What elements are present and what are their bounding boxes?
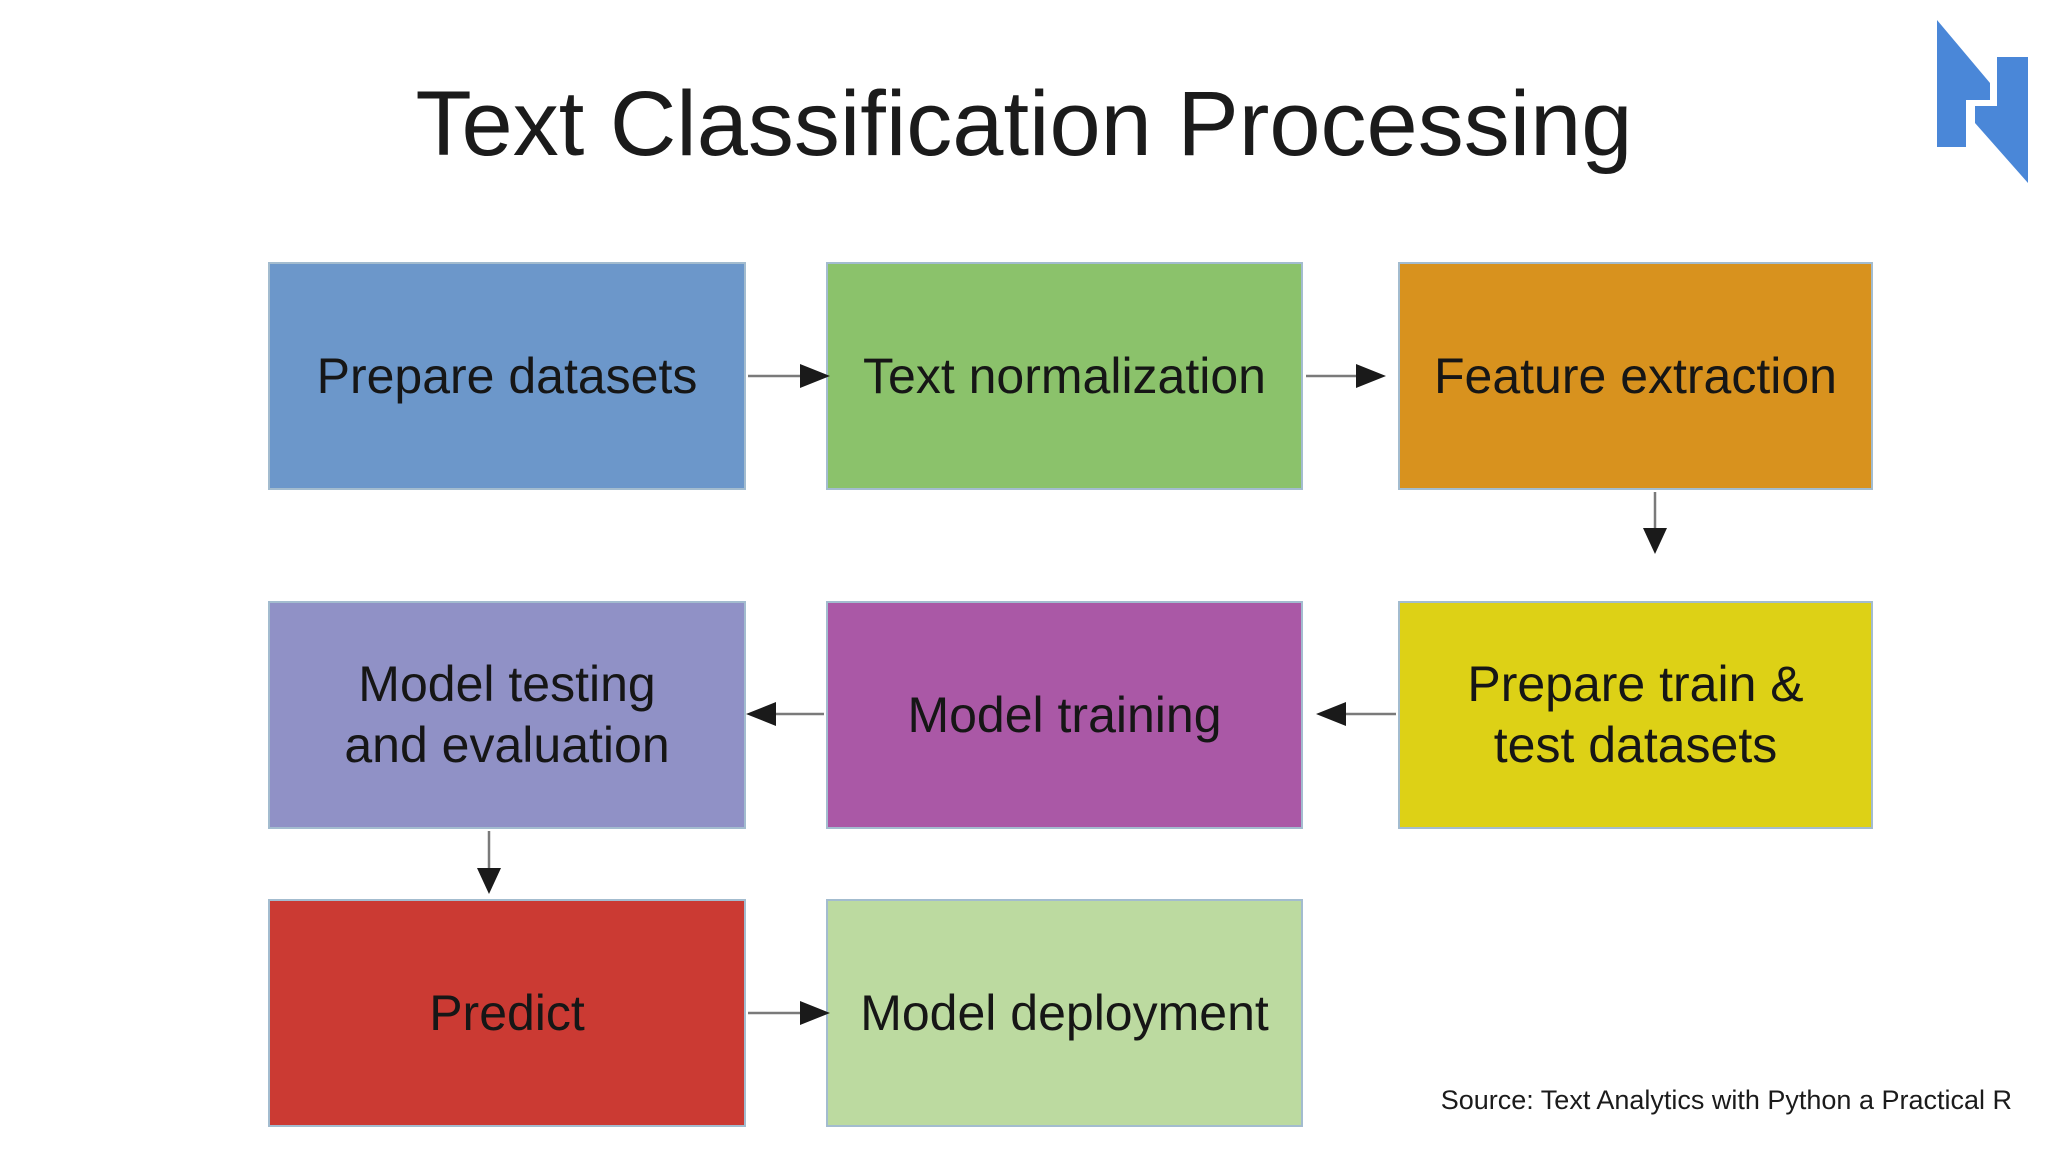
blue-n-logo-icon xyxy=(1937,20,2028,183)
node-label-model-deployment: Model deployment xyxy=(860,984,1269,1041)
arrow-text-normalization-to-feature-extraction-icon xyxy=(1306,364,1386,388)
source-note: Source: Text Analytics with Python a Pra… xyxy=(1440,1085,2012,1115)
flow-node-prepare-train-and-test-datasets: Prepare train & test datasets xyxy=(1398,601,1873,829)
arrow-prepare-datasets-to-text-normalization-icon xyxy=(748,364,830,388)
node-label-prepare-datasets: Prepare datasets xyxy=(316,347,698,404)
flow-node-model-testing-and-evaluation: Model testing and evaluation xyxy=(268,601,746,829)
node-label-feature-extraction: Feature extraction xyxy=(1434,347,1837,404)
flow-node-model-deployment: Model deployment xyxy=(826,899,1303,1127)
arrow-prepare-train-test-to-model-training-icon xyxy=(1316,702,1396,726)
node-label-model-training: Model training xyxy=(907,686,1222,743)
node-label-prepare-train-and-test-datasets: Prepare train & test datasets xyxy=(1467,656,1804,773)
flow-node-feature-extraction: Feature extraction xyxy=(1398,262,1873,490)
flow-node-text-normalization: Text normalization xyxy=(826,262,1303,490)
arrow-predict-to-model-deployment-icon xyxy=(748,1001,830,1025)
flow-node-predict: Predict xyxy=(268,899,746,1127)
arrow-model-testing-to-predict-icon xyxy=(477,831,501,894)
node-label-model-testing-and-evaluation: Model testing and evaluation xyxy=(344,656,670,773)
arrow-model-training-to-model-testing-icon xyxy=(746,702,824,726)
node-label-text-normalization: Text normalization xyxy=(863,347,1266,404)
flow-node-model-training: Model training xyxy=(826,601,1303,829)
slide-title: Text Classification Processing xyxy=(415,73,1633,175)
flow-node-prepare-datasets: Prepare datasets xyxy=(268,262,746,490)
arrow-feature-extraction-to-prepare-train-test-icon xyxy=(1643,492,1667,554)
node-label-predict: Predict xyxy=(429,984,585,1041)
